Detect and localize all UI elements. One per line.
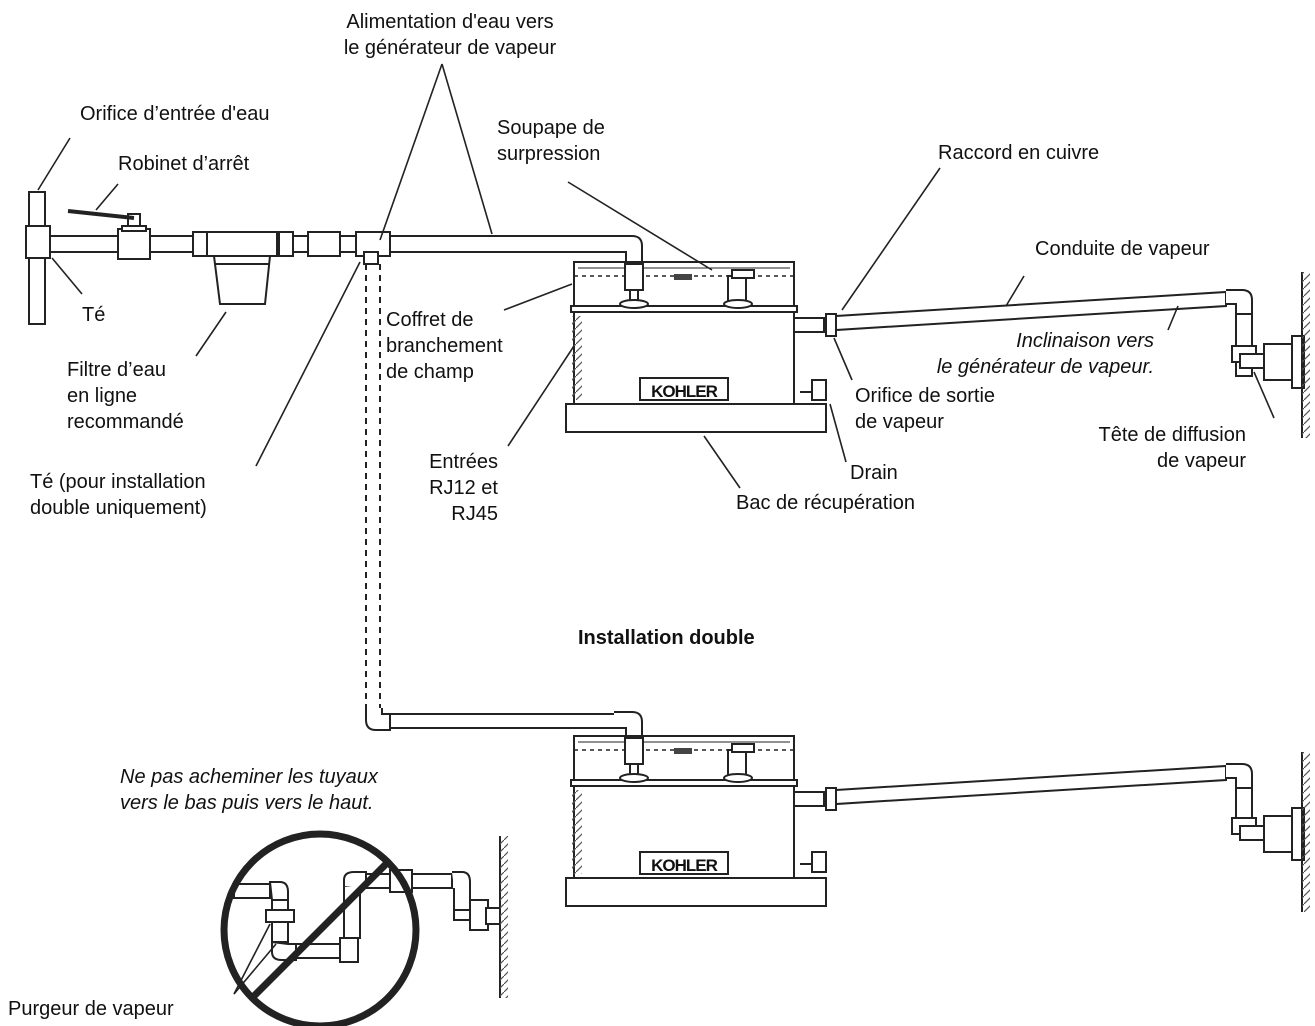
water-inlet-pipe-assembly — [25, 191, 647, 325]
tee-label: Té — [82, 304, 106, 326]
filter-label-line3: recommandé — [67, 411, 184, 433]
steam-outlet-label-line2: de vapeur — [855, 411, 944, 433]
filter-label-line2: en ligne — [67, 385, 138, 407]
steam-head-label: Tête de diffusion de vapeur — [1040, 422, 1246, 474]
steam-outlet-label: Orifice de sortie de vapeur — [855, 383, 995, 435]
steam-outlet-label-line1: Orifice de sortie — [855, 385, 996, 407]
steam-line-top — [835, 272, 1310, 438]
drip-pan-label: Bac de récupération — [736, 492, 916, 514]
junction-box-label-line3: de champ — [386, 361, 474, 383]
tee-dual-label: Té (pour installation double uniquement) — [30, 469, 207, 521]
kohler-logo-top: KOHLER — [651, 382, 718, 401]
steam-trap-label: Purgeur de vapeur — [8, 998, 174, 1020]
leader-lines — [37, 63, 1275, 995]
warning-note-line1: Ne pas acheminer les tuyaux — [120, 766, 378, 788]
rj-inputs-label-line3: RJ45 — [451, 503, 498, 525]
shutoff-valve — [67, 209, 151, 260]
tee-dual-label-line1: Té (pour installation — [30, 471, 206, 493]
shutoff-valve-label: Robinet d’arrêt — [118, 153, 250, 175]
steam-generator-top — [565, 261, 837, 433]
tee-dual-label-line2: double uniquement) — [30, 497, 207, 519]
rj-inputs-label: Entrées RJ12 et RJ45 — [380, 449, 498, 527]
prohibited-slash-icon — [249, 859, 391, 1001]
water-supply-label: Alimentation d'eau vers le générateur de… — [300, 9, 600, 61]
water-supply-label-line1: Alimentation d'eau vers — [346, 11, 554, 33]
prohibited-circle-icon — [220, 830, 420, 1026]
warning-note-line2: vers le bas puis vers le haut. — [120, 792, 374, 814]
water-supply-label-line2: le générateur de vapeur — [343, 37, 557, 59]
relief-valve-label-line2: surpression — [497, 143, 601, 165]
steam-line-bottom — [835, 752, 1310, 912]
copper-fitting-label: Raccord en cuivre — [938, 142, 1100, 164]
slope-note-line2: le générateur de vapeur. — [936, 356, 1154, 378]
drain-label: Drain — [850, 462, 898, 484]
kohler-logo-bottom: KOHLER — [651, 856, 718, 875]
prohibited-steam-trap-detail — [220, 830, 508, 1026]
relief-valve-label-line1: Soupape de — [497, 117, 605, 139]
slope-note: Inclinaison vers le générateur de vapeur… — [850, 328, 1154, 380]
junction-box-label-line2: branchement — [386, 335, 503, 357]
slope-note-line1: Inclinaison vers — [1016, 330, 1154, 352]
inline-water-filter — [212, 255, 272, 305]
rj-inputs-label-line2: RJ12 et — [429, 477, 498, 499]
filter-label-line1: Filtre d’eau — [67, 359, 166, 381]
water-inlet-label: Orifice d’entrée d'eau — [80, 103, 270, 125]
junction-box-label: Coffret de branchement de champ — [386, 307, 503, 385]
relief-valve-label: Soupape de surpression — [497, 115, 605, 167]
dual-install-heading: Installation double — [578, 627, 755, 649]
junction-box-label-line1: Coffret de — [386, 309, 474, 331]
dual-install-pipe-dashed — [365, 264, 381, 708]
steam-head-label-line2: de vapeur — [1157, 450, 1246, 472]
rj-inputs-label-line1: Entrées — [429, 451, 498, 473]
steam-head-label-line1: Tête de diffusion — [1098, 424, 1246, 446]
steam-generator-bottom — [565, 735, 837, 907]
steam-line-label: Conduite de vapeur — [1035, 238, 1210, 260]
filter-label: Filtre d’eau en ligne recommandé — [67, 357, 184, 435]
warning-note: Ne pas acheminer les tuyaux vers le bas … — [120, 764, 378, 816]
